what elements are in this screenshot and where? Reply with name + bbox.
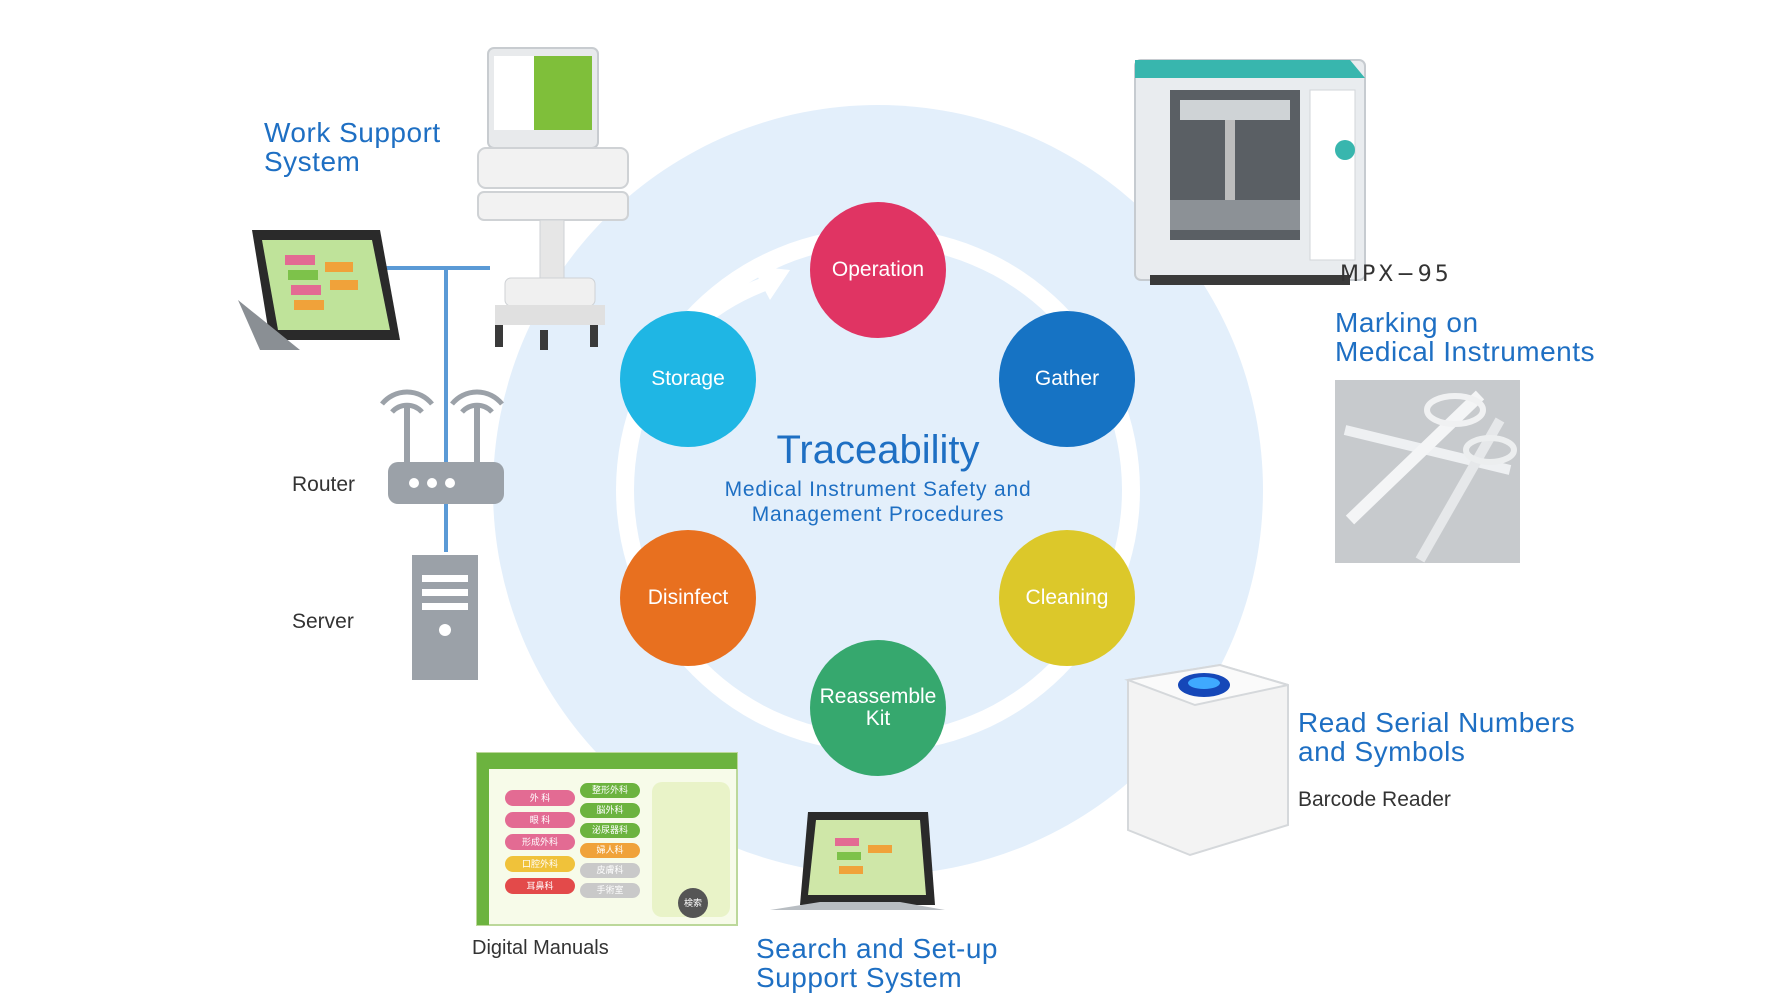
barcode-reader-caption: Barcode Reader: [1298, 788, 1451, 811]
cycle-arrow-head: [752, 266, 790, 300]
search-line2: Support System: [756, 962, 963, 993]
reader-line2: and Symbols: [1298, 736, 1466, 767]
node-disinfect: Disinfect: [620, 530, 756, 666]
work-support-cart-image: [477, 47, 629, 350]
node-storage: Storage: [620, 311, 756, 447]
search-title: Search and Set-up Support System: [756, 934, 998, 992]
manual-menu-left: 外 科 眼 科 形成外科 口腔外科 耳鼻科: [505, 790, 575, 900]
mpx95-model-label: MPX−95: [1340, 262, 1452, 287]
center-title: Traceability: [776, 428, 980, 472]
medical-instruments-image: [1335, 380, 1520, 563]
node-cleaning: Cleaning: [999, 530, 1135, 666]
mpx95-machine-image: [1134, 59, 1366, 285]
manual-menu-item: 形成外科: [505, 834, 575, 850]
node-reassemble-label-line2: Kit: [865, 707, 891, 730]
work-support-line1: Work Support: [264, 117, 441, 148]
router-icon: [380, 389, 504, 504]
barcode-reader-image: [1124, 663, 1289, 857]
reader-title: Read Serial Numbers and Symbols: [1298, 708, 1575, 766]
center-subtitle-line2: Management Procedures: [751, 503, 1005, 526]
work-tablet-image: [238, 230, 400, 350]
manual-search-button: 検索: [678, 888, 708, 918]
manual-menu-item: 眼 科: [505, 812, 575, 828]
marking-line2: Medical Instruments: [1335, 336, 1596, 367]
digital-manuals-label: Digital Manuals: [472, 937, 609, 959]
node-disinfect-label: Disinfect: [647, 586, 729, 609]
node-gather-label: Gather: [1034, 367, 1100, 390]
manual-menu-item: 脳外科: [580, 803, 640, 818]
node-gather: Gather: [999, 311, 1135, 447]
work-support-title: Work Support System: [264, 118, 441, 176]
server-icon: [412, 555, 478, 680]
manual-menu-item: 皮膚科: [580, 863, 640, 878]
search-tablet-image: [770, 812, 945, 910]
manual-menu-item: 整形外科: [580, 783, 640, 798]
manual-menu-item: 手術室: [580, 883, 640, 898]
node-cleaning-label: Cleaning: [1025, 586, 1109, 609]
manual-menu-item: 耳鼻科: [505, 878, 575, 894]
marking-title: Marking on Medical Instruments: [1335, 308, 1595, 366]
manual-menu-item: 婦人科: [580, 843, 640, 858]
manual-menu-item: 泌尿器科: [580, 823, 640, 838]
work-support-line2: System: [264, 146, 361, 177]
reader-line1: Read Serial Numbers: [1298, 707, 1576, 738]
node-operation: Operation: [810, 202, 946, 338]
router-label: Router: [292, 473, 356, 496]
manual-menu-item: 口腔外科: [505, 856, 575, 872]
marking-line1: Marking on: [1335, 307, 1479, 338]
node-operation-label: Operation: [831, 258, 925, 281]
center-subtitle-line1: Medical Instrument Safety and: [724, 478, 1032, 501]
node-reassemble-kit: Reassemble Kit: [810, 640, 946, 776]
manual-menu-item: 外 科: [505, 790, 575, 806]
server-label: Server: [292, 610, 354, 633]
node-reassemble-label-line1: Reassemble: [819, 685, 937, 708]
node-storage-label: Storage: [651, 367, 725, 390]
search-line1: Search and Set-up: [756, 933, 998, 964]
manual-menu-right: 整形外科 脳外科 泌尿器科 婦人科 皮膚科 手術室: [580, 783, 640, 903]
